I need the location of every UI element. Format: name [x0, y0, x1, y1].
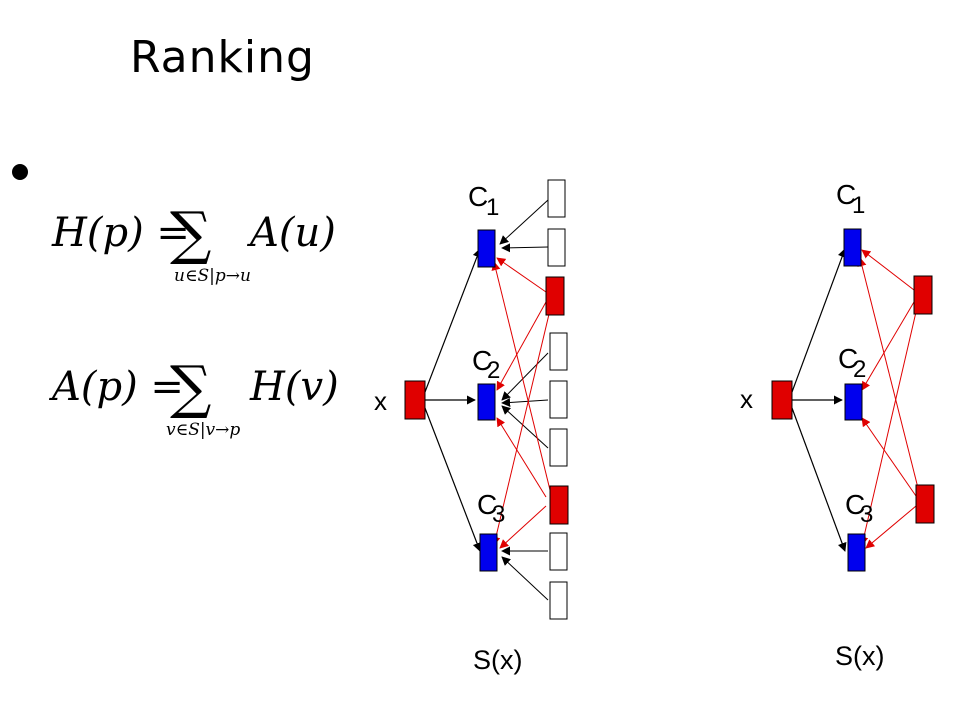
diagram-2: x C 1 C 2 C 3 S(x)	[740, 179, 935, 671]
authority-sum-symbol: ∑	[170, 353, 212, 421]
diagram-1: x C 1 C 2 C 3 S(x)	[374, 179, 569, 675]
edge-page4-to-c2	[501, 397, 549, 407]
bullet-point	[12, 164, 28, 180]
center-node-c3	[847, 533, 866, 572]
center-label-c2-letter: C	[838, 343, 858, 374]
edge-hub2-to-c1	[857, 257, 919, 489]
edge-hub1-to-c3	[491, 309, 551, 546]
set-label: S(x)	[835, 641, 885, 671]
center-node-c2	[477, 383, 496, 421]
center-node-c3	[479, 533, 498, 572]
page-node	[549, 380, 568, 419]
edge-page1-to-c1	[499, 199, 549, 245]
edge-hub1-to-c1	[861, 249, 915, 291]
edge-hub2-to-c2	[496, 417, 547, 498]
hub-sum-subscript: u∈S|p→u	[174, 266, 251, 286]
center-node-c2	[844, 383, 863, 421]
set-label: S(x)	[473, 645, 523, 675]
page-node	[549, 581, 568, 620]
page-node	[549, 428, 568, 467]
hub-sum-symbol: ∑	[170, 199, 212, 267]
edge-page5-to-c2	[501, 405, 549, 449]
query-node-x	[404, 380, 426, 420]
edge-page7-to-c3	[501, 556, 549, 601]
center-label-c3-index: 3	[492, 501, 505, 528]
center-label-c3-letter: C	[477, 489, 497, 520]
center-label-c1-index: 1	[486, 194, 499, 221]
center-label-c2-index: 2	[853, 356, 866, 383]
edge-hub2-to-c3	[499, 505, 547, 549]
center-label-c1-letter: C	[836, 179, 856, 210]
hub-node	[913, 275, 933, 315]
center-label-c1-letter: C	[468, 181, 488, 212]
edge-x-to-c3	[424, 407, 482, 552]
edge-page2-to-c1	[501, 243, 549, 253]
page-node	[547, 228, 566, 267]
center-node-c1	[843, 228, 862, 267]
edge-hub1-to-c1	[496, 257, 547, 293]
center-label-c2-index: 2	[487, 357, 500, 384]
edge-page3-to-c2	[501, 352, 549, 401]
center-label-c2-letter: C	[472, 345, 492, 376]
edge-hub1-to-c2	[496, 301, 547, 391]
query-node-x	[771, 380, 793, 420]
edge-hub1-to-c3	[859, 311, 917, 546]
page-node	[549, 532, 568, 571]
center-label-c3-letter: C	[845, 489, 865, 520]
authority-equation-rhs: H(v)	[250, 364, 339, 410]
hub-node	[549, 485, 569, 525]
center-node-c1	[477, 229, 496, 268]
hub-equation-rhs: A(u)	[250, 210, 336, 256]
page-node	[547, 179, 566, 218]
query-label: x	[374, 386, 387, 416]
edge-x-to-c1	[424, 248, 482, 393]
center-label-c1-index: 1	[852, 192, 865, 219]
authority-sum-subscript: v∈S|v→p	[166, 420, 241, 440]
edge-x-to-c3	[791, 407, 847, 552]
hub-equation-lhs: H(p) =	[52, 210, 190, 256]
edge-x-to-c1	[791, 248, 847, 393]
edge-hub2-to-c2	[861, 417, 917, 497]
query-label: x	[740, 384, 753, 414]
page-node	[549, 332, 568, 371]
authority-equation-lhs: A(p) =	[52, 364, 184, 410]
hub-node	[545, 276, 565, 316]
slide-title: Ranking	[130, 32, 315, 83]
edge-hub2-to-c1	[491, 261, 551, 491]
hub-node	[915, 484, 935, 524]
edge-hub1-to-c2	[861, 301, 915, 391]
center-label-c3-index: 3	[860, 501, 873, 528]
edge-hub2-to-c3	[865, 505, 917, 549]
